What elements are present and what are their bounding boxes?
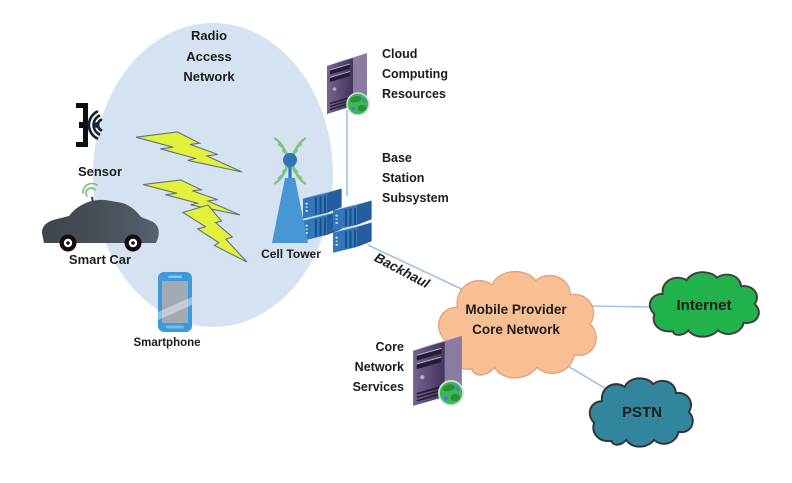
globe-icon bbox=[438, 380, 464, 406]
sensor-icon bbox=[76, 103, 103, 147]
internet-cloud-icon bbox=[648, 271, 760, 338]
cloud-computing-server-icon bbox=[326, 52, 370, 116]
mobile-provider-cloud-icon bbox=[437, 270, 597, 379]
cell-tower-icon bbox=[272, 137, 308, 243]
backhaul-line bbox=[367, 244, 471, 294]
core-network-server-icon bbox=[412, 334, 464, 407]
connector-lines bbox=[346, 110, 653, 391]
radio-access-network-ellipse bbox=[93, 23, 333, 327]
smartphone-icon bbox=[158, 272, 192, 332]
smart-car-icon bbox=[42, 182, 159, 252]
core-to-internet-line bbox=[589, 305, 653, 308]
car-signal-arcs-icon bbox=[82, 182, 98, 197]
globe-icon bbox=[346, 92, 370, 116]
pstn-cloud-icon bbox=[588, 377, 694, 448]
